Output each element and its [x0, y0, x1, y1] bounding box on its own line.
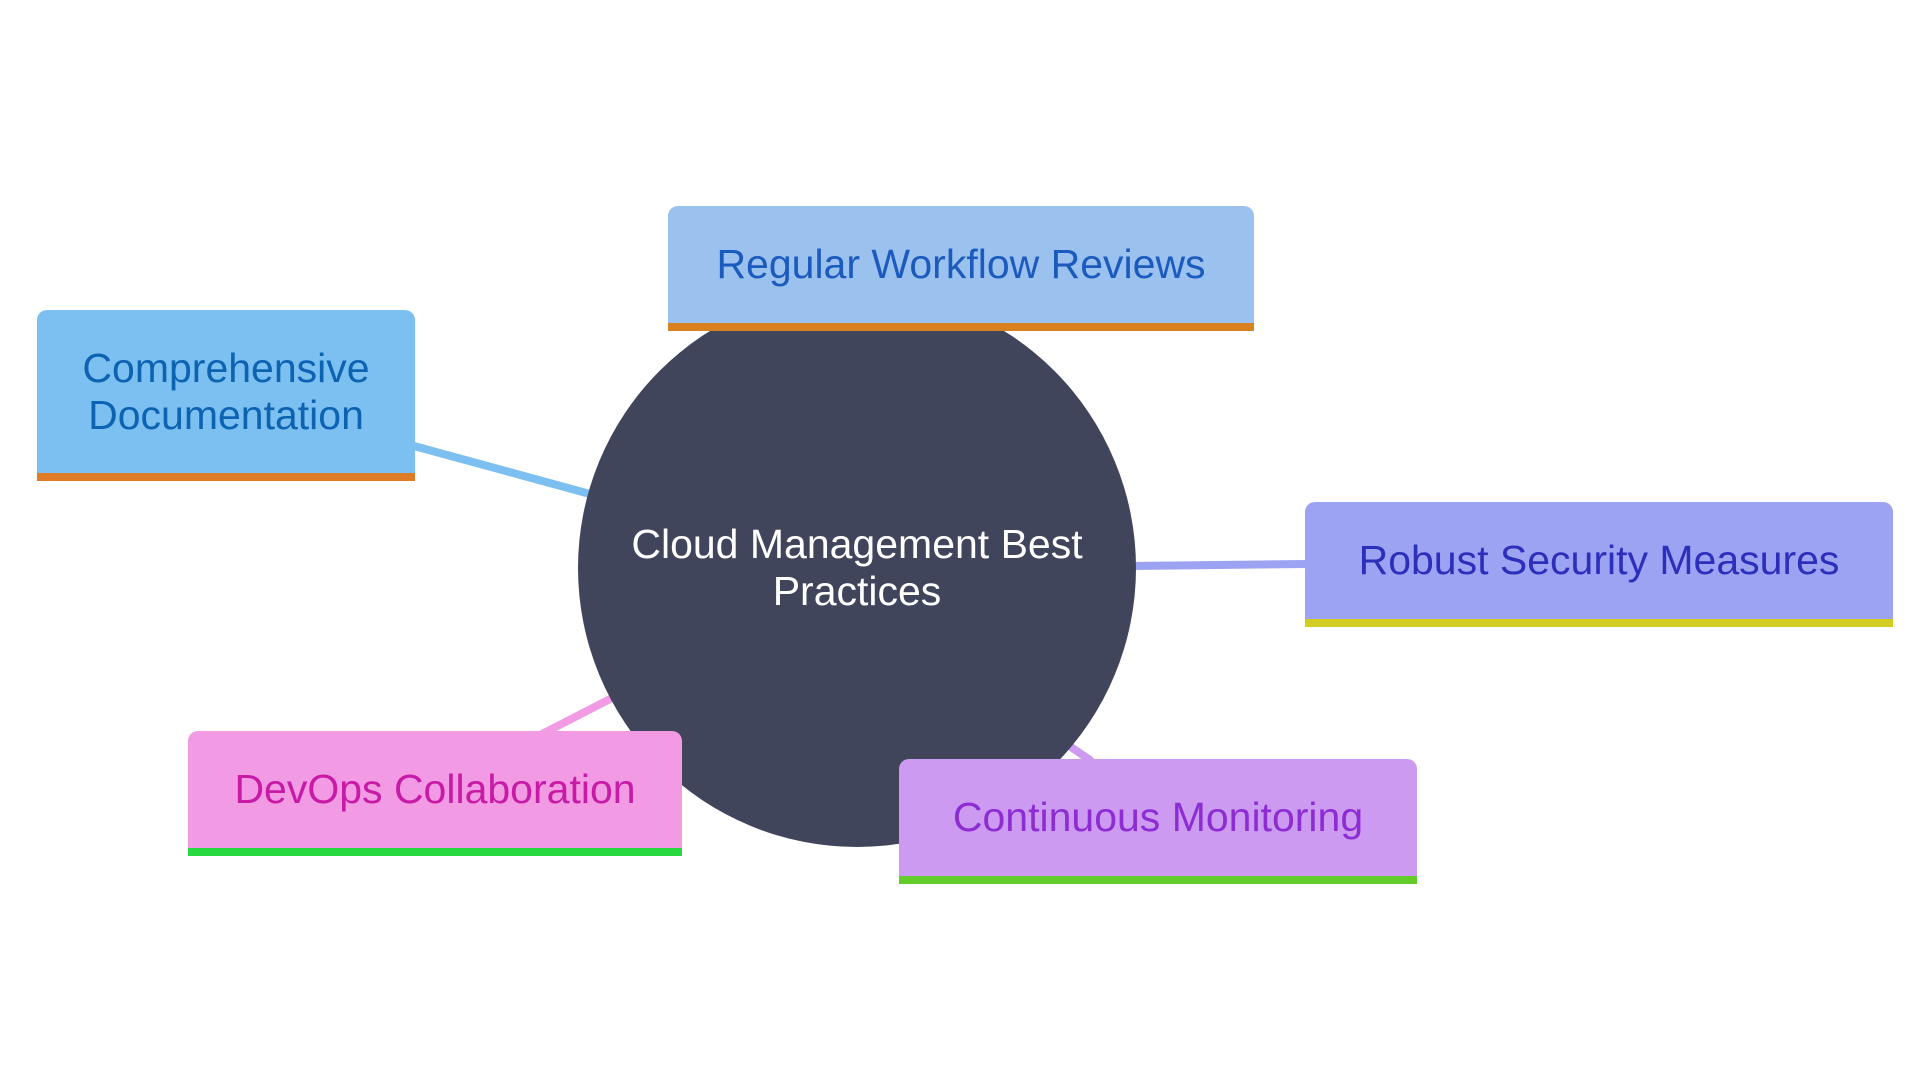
central-topic-label: Cloud Management Best Practices: [631, 521, 1083, 614]
node-label: DevOps Collaboration: [234, 766, 636, 812]
node-label: Robust Security Measures: [1358, 537, 1840, 583]
connector-security: [1130, 560, 1310, 570]
node-label: Comprehensive Documentation: [82, 344, 370, 438]
node-regular-workflow-reviews[interactable]: Regular Workflow Reviews: [668, 206, 1254, 331]
connector-documentation: [410, 442, 594, 498]
connector-devops: [538, 694, 616, 738]
node-devops-collaboration[interactable]: DevOps Collaboration: [188, 731, 682, 856]
node-comprehensive-documentation[interactable]: Comprehensive Documentation: [37, 310, 415, 481]
node-label: Regular Workflow Reviews: [716, 241, 1206, 287]
connector-monitoring: [1064, 741, 1094, 764]
node-label: Continuous Monitoring: [952, 794, 1364, 840]
node-robust-security-measures[interactable]: Robust Security Measures: [1305, 502, 1893, 627]
central-topic-node[interactable]: Cloud Management Best Practices: [578, 289, 1136, 847]
node-continuous-monitoring[interactable]: Continuous Monitoring: [899, 759, 1417, 884]
